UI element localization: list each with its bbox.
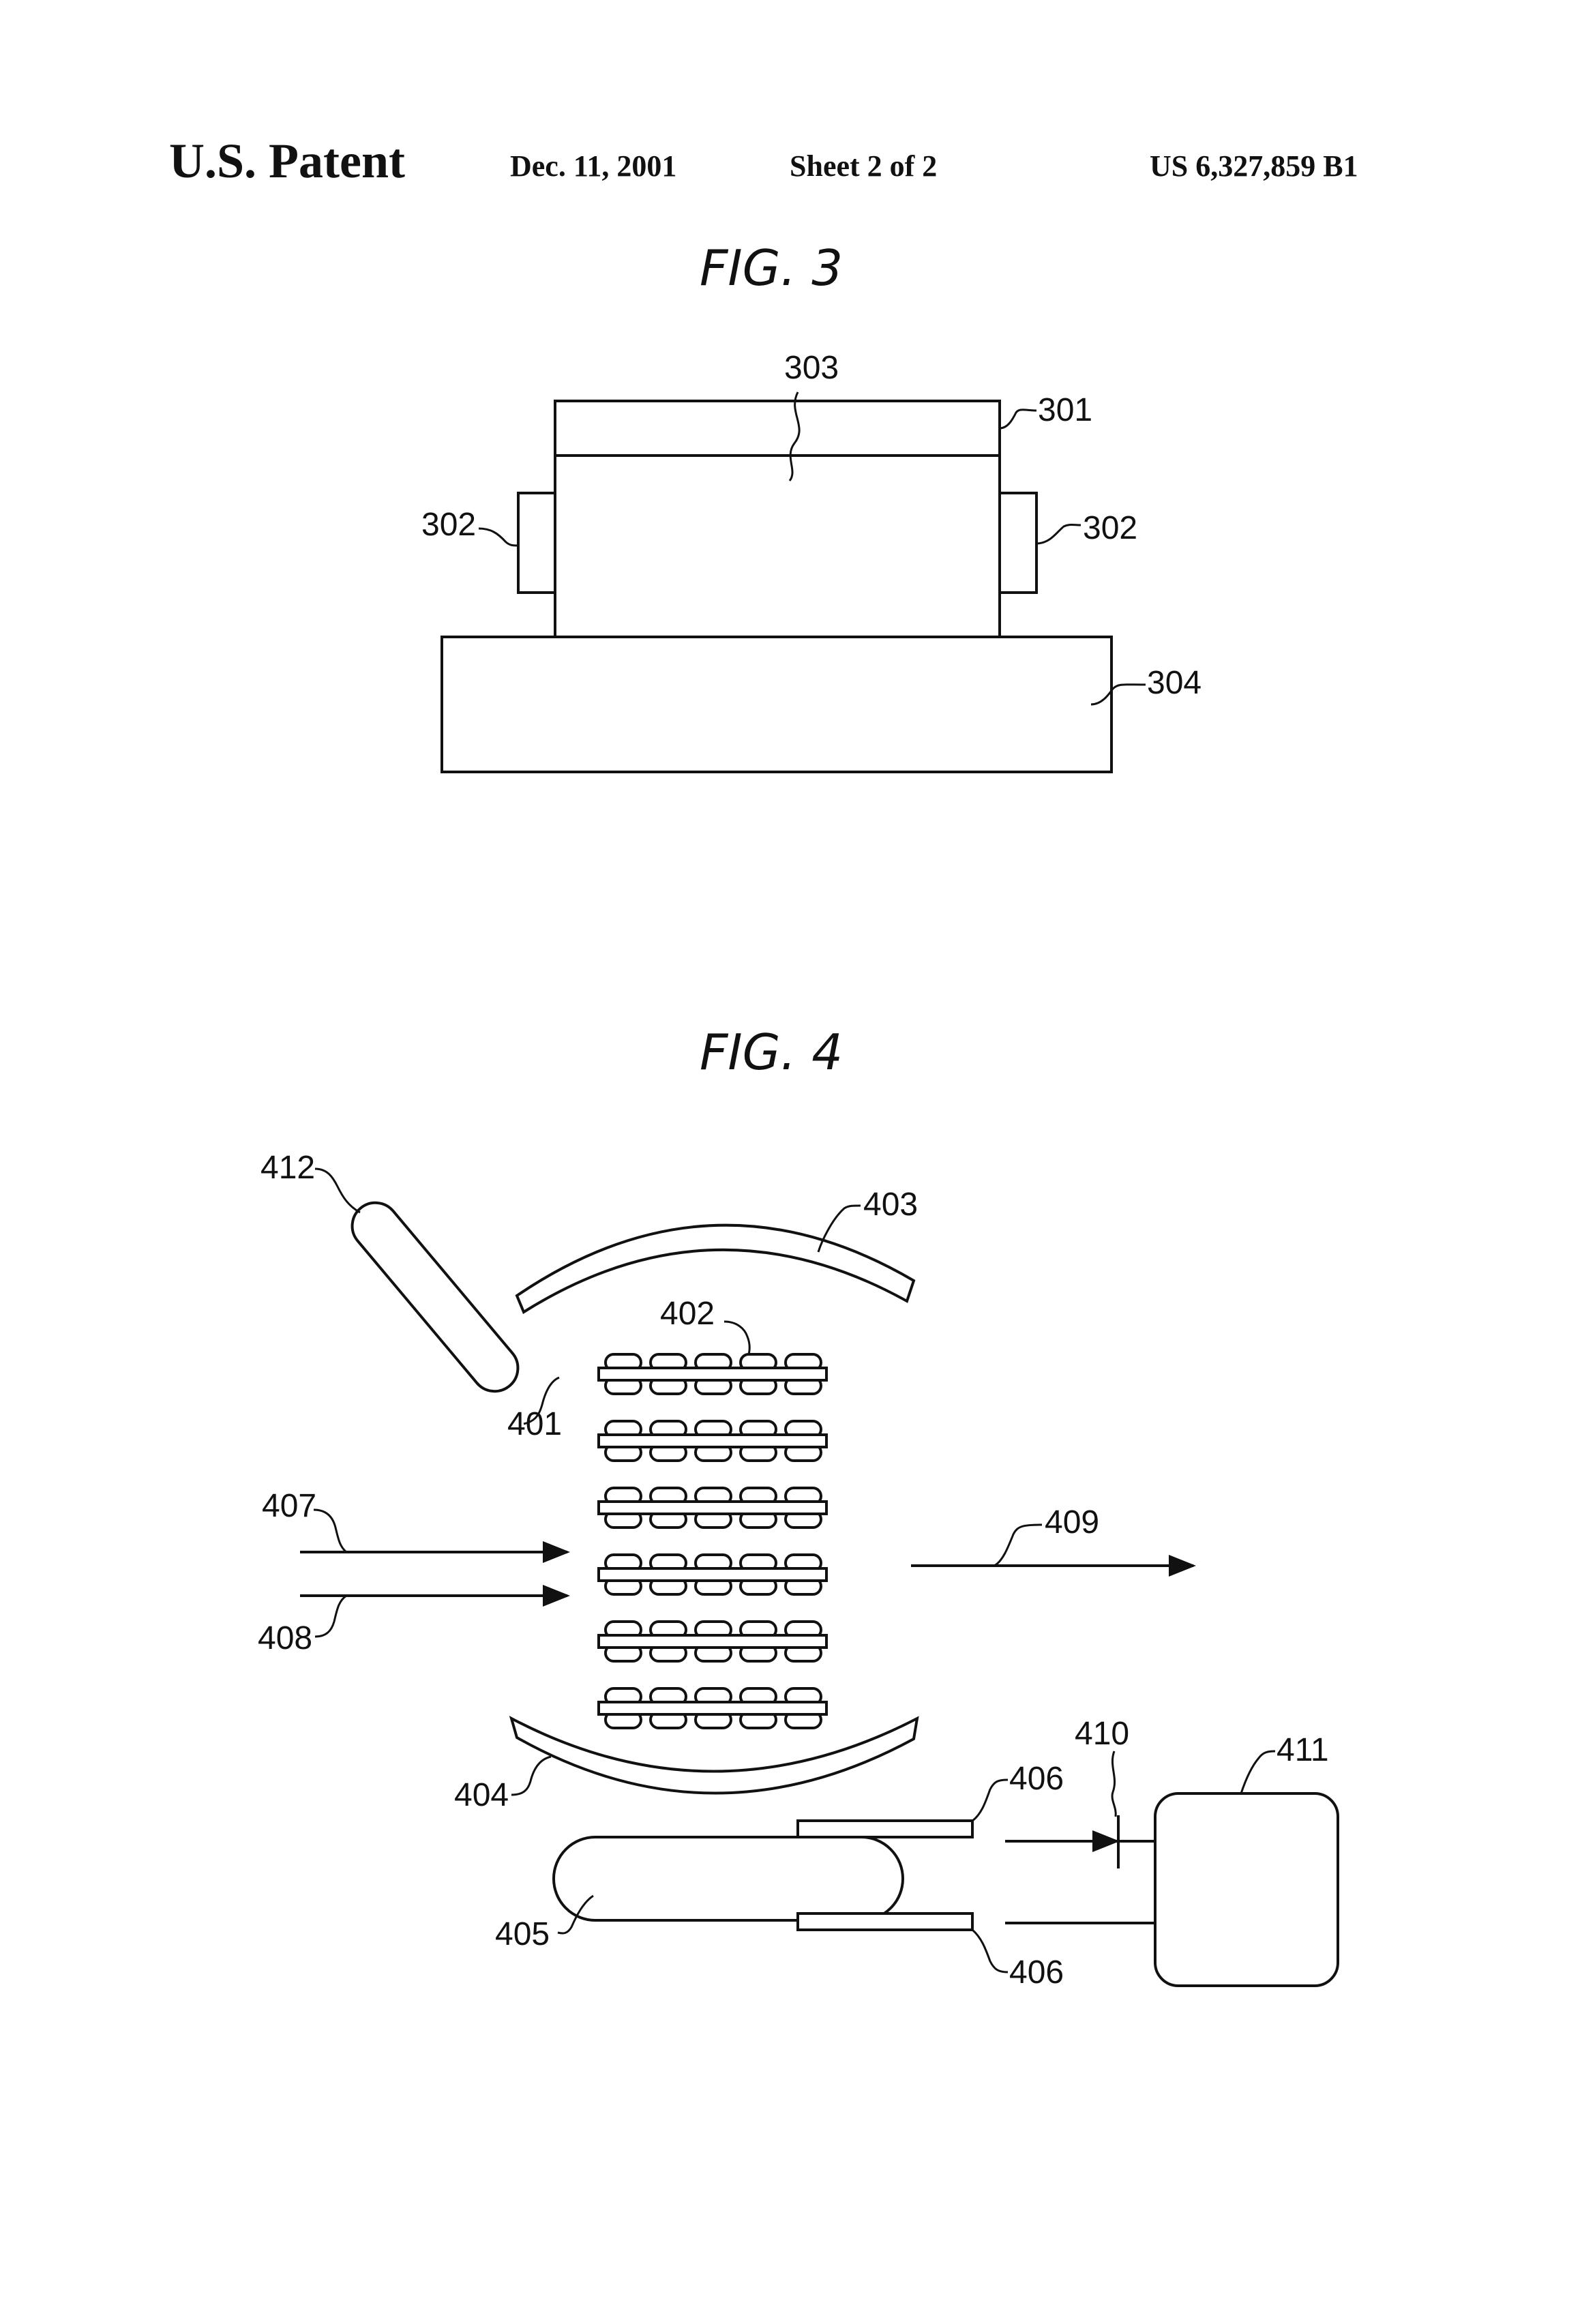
ref-304: 304	[1147, 665, 1202, 701]
tube-405	[554, 1837, 903, 1920]
ref-302-right: 302	[1083, 510, 1137, 546]
ref-302-left: 302	[421, 507, 476, 543]
wafer-stack	[599, 1354, 826, 1728]
lamp-412	[343, 1193, 528, 1401]
wafer-plate	[599, 1435, 826, 1447]
wafer-plate	[599, 1368, 826, 1380]
base-304	[442, 637, 1111, 772]
ref-403: 403	[863, 1187, 918, 1223]
ref-401: 401	[507, 1406, 562, 1442]
leader-406-top	[972, 1780, 1008, 1821]
ref-407: 407	[262, 1488, 316, 1524]
ref-406-top: 406	[1009, 1761, 1064, 1797]
ref-405: 405	[495, 1916, 550, 1952]
leader-302-right	[1036, 525, 1081, 544]
leader-402	[724, 1322, 749, 1354]
wafer-plate	[599, 1502, 826, 1514]
leader-406-bottom	[972, 1930, 1008, 1972]
electrode-406-bottom	[798, 1913, 972, 1930]
ref-404: 404	[454, 1777, 509, 1813]
leader-410	[1112, 1751, 1116, 1817]
reflector-404	[511, 1718, 917, 1793]
reflector-403	[517, 1225, 914, 1312]
leader-302-left	[479, 528, 518, 546]
ref-410: 410	[1075, 1716, 1129, 1752]
leader-407	[314, 1510, 346, 1552]
ref-411: 411	[1277, 1732, 1329, 1768]
wafer-plate	[599, 1568, 826, 1581]
ref-303: 303	[784, 350, 839, 386]
fig3-title: FIG. 3	[700, 239, 843, 297]
figure-3: FIG. 3 303 301 302 302 304	[421, 239, 1202, 772]
leader-412	[315, 1169, 360, 1212]
leader-404	[511, 1757, 551, 1795]
wafer-plate	[599, 1635, 826, 1648]
ref-402: 402	[660, 1296, 715, 1332]
leader-301	[1000, 410, 1036, 428]
leader-411	[1241, 1751, 1275, 1793]
ref-412: 412	[260, 1150, 315, 1186]
ref-409: 409	[1045, 1504, 1099, 1540]
leader-409	[994, 1525, 1042, 1566]
fig4-title: FIG. 4	[700, 1024, 843, 1081]
ref-406-bottom: 406	[1009, 1954, 1064, 1991]
pad-302-right	[1000, 493, 1036, 593]
leader-408	[315, 1596, 346, 1637]
block-body	[555, 401, 1000, 637]
pad-302-left	[518, 493, 555, 593]
ref-408: 408	[258, 1620, 312, 1656]
electrode-406-top	[798, 1821, 972, 1837]
ref-301: 301	[1038, 392, 1092, 428]
power-supply-411	[1155, 1793, 1338, 1986]
figure-4: FIG. 4	[258, 1024, 1338, 1991]
wafer-plate	[599, 1702, 826, 1714]
